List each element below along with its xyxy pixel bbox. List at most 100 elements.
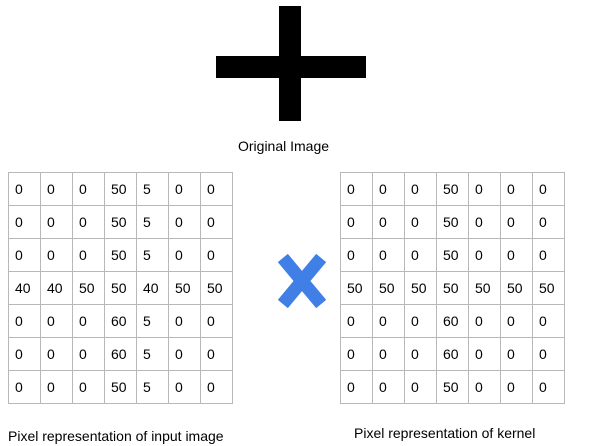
matrix-cell: 0 (532, 337, 565, 371)
matrix-cell: 0 (72, 172, 105, 206)
input-image-caption: Pixel representation of input image (8, 428, 224, 444)
matrix-cell: 0 (40, 205, 73, 239)
matrix-cell: 0 (500, 172, 533, 206)
matrix-cell: 0 (200, 337, 233, 371)
matrix-cell: 0 (168, 304, 201, 338)
matrix-cell: 0 (40, 304, 73, 338)
matrix-cell: 50 (532, 271, 565, 305)
matrix-cell: 0 (404, 172, 437, 206)
matrix-cell: 60 (104, 337, 137, 371)
matrix-cell: 0 (8, 337, 41, 371)
matrix-cell: 0 (532, 370, 565, 404)
matrix-cell: 0 (200, 205, 233, 239)
matrix-cell: 50 (104, 238, 137, 272)
matrix-cell: 0 (72, 337, 105, 371)
matrix-cell: 5 (136, 205, 169, 239)
matrix-cell: 0 (372, 172, 405, 206)
matrix-cell: 0 (168, 370, 201, 404)
matrix-cell: 0 (468, 370, 501, 404)
matrix-cell: 0 (404, 337, 437, 371)
matrix-cell: 40 (40, 271, 73, 305)
matrix-cell: 0 (200, 238, 233, 272)
matrix-cell: 0 (8, 205, 41, 239)
matrix-cell: 50 (72, 271, 105, 305)
matrix-cell: 60 (436, 304, 469, 338)
matrix-cell: 0 (532, 172, 565, 206)
matrix-cell: 40 (8, 271, 41, 305)
matrix-cell: 0 (340, 370, 373, 404)
matrix-cell: 0 (532, 205, 565, 239)
matrix-cell: 0 (372, 370, 405, 404)
matrix-cell: 0 (72, 205, 105, 239)
matrix-cell: 0 (168, 238, 201, 272)
matrix-cell: 60 (104, 304, 137, 338)
matrix-cell: 0 (500, 205, 533, 239)
matrix-cell: 0 (340, 304, 373, 338)
matrix-cell: 0 (40, 172, 73, 206)
matrix-cell: 0 (40, 238, 73, 272)
matrix-cell: 50 (468, 271, 501, 305)
matrix-cell: 50 (436, 238, 469, 272)
matrix-cell: 0 (340, 205, 373, 239)
matrix-cell: 0 (372, 337, 405, 371)
matrix-cell: 50 (200, 271, 233, 305)
matrix-cell: 0 (468, 172, 501, 206)
matrix-cell: 0 (340, 337, 373, 371)
matrix-cell: 0 (8, 238, 41, 272)
matrix-cell: 0 (372, 238, 405, 272)
matrix-cell: 0 (168, 172, 201, 206)
matrix-cell: 0 (340, 238, 373, 272)
matrix-cell: 0 (500, 370, 533, 404)
matrix-cell: 0 (200, 172, 233, 206)
matrix-cell: 0 (500, 304, 533, 338)
matrix-cell: 5 (136, 238, 169, 272)
matrix-cell: 50 (104, 370, 137, 404)
matrix-cell: 0 (72, 304, 105, 338)
matrix-cell: 0 (8, 172, 41, 206)
matrix-cell: 0 (468, 304, 501, 338)
matrix-cell: 50 (404, 271, 437, 305)
matrix-cell: 0 (404, 370, 437, 404)
matrix-cell: 40 (136, 271, 169, 305)
matrix-cell: 0 (500, 337, 533, 371)
matrix-cell: 0 (200, 304, 233, 338)
matrix-cell: 0 (404, 304, 437, 338)
matrix-cell: 50 (104, 205, 137, 239)
matrix-cell: 50 (436, 271, 469, 305)
matrix-cell: 0 (8, 370, 41, 404)
matrix-cell: 0 (468, 337, 501, 371)
matrix-cell: 50 (104, 271, 137, 305)
matrix-cell: 0 (372, 205, 405, 239)
matrix-cell: 50 (372, 271, 405, 305)
matrix-cell: 0 (40, 370, 73, 404)
matrix-cell: 5 (136, 172, 169, 206)
matrix-cell: 0 (468, 205, 501, 239)
matrix-cell: 50 (168, 271, 201, 305)
matrix-cell: 50 (500, 271, 533, 305)
matrix-cell: 0 (532, 304, 565, 338)
matrix-cell: 60 (436, 337, 469, 371)
matrix-cell: 0 (72, 370, 105, 404)
matrix-cell: 5 (136, 304, 169, 338)
matrix-cell: 50 (436, 172, 469, 206)
matrix-cell: 50 (104, 172, 137, 206)
matrix-cell: 0 (532, 238, 565, 272)
matrix-cell: 0 (404, 205, 437, 239)
matrix-cell: 0 (500, 238, 533, 272)
matrix-cell: 0 (468, 238, 501, 272)
